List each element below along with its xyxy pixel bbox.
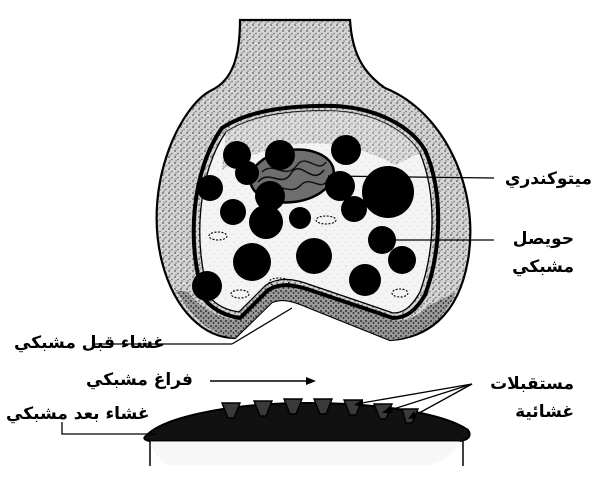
synaptic-cleft-arrow <box>210 377 316 385</box>
label-postsynaptic-membrane: غشاء بعد مشبكي <box>6 406 149 423</box>
label-synaptic-cleft: فراغ مشبكي <box>86 372 193 389</box>
postsynaptic-cell-body <box>150 441 460 465</box>
postsynaptic-membrane <box>144 403 469 441</box>
label-membrane-receptors-line2: غشائية <box>515 404 574 421</box>
label-synaptic-vesicle-line2: مشبكي <box>512 259 574 276</box>
label-presynaptic-membrane: غشاء قبل مشبكي <box>14 335 165 352</box>
label-membrane-receptors-line1: مستقبلات <box>490 376 574 393</box>
label-synaptic-vesicle-line1: حويصل <box>513 231 574 248</box>
label-mitochondria: ميتوكندري <box>505 171 592 188</box>
